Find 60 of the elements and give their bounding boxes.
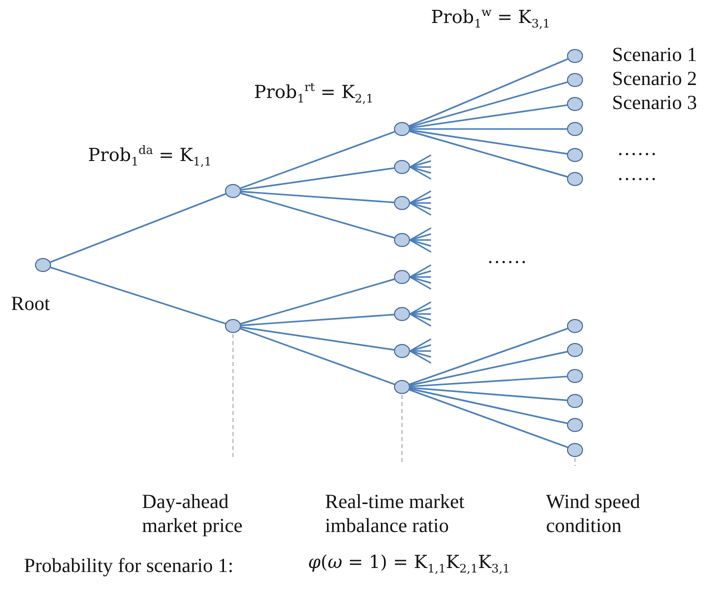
ellipsis: …… (617, 137, 657, 161)
tree-node (394, 344, 410, 358)
tree-node (394, 160, 410, 174)
tree-node (567, 343, 583, 357)
probability-formula: Prob$_{1}$$^{w}$ = K$_{3,1}$ (431, 5, 550, 31)
tree-branch (409, 81, 568, 128)
formula-caption: Probability for scenario 1: (24, 554, 234, 578)
tree-node (394, 307, 410, 321)
stage-label: Day-ahead market price (142, 490, 244, 538)
scenario-probability-formula: φ(ω = 1) = K$_{1,1}$K$_{2,1}$K$_{3,1}$ (308, 552, 510, 576)
ellipsis: …… (487, 245, 527, 269)
tree-node (394, 380, 410, 394)
tree-branch (240, 130, 395, 190)
tree-branch (409, 130, 568, 178)
scenario-label: Scenario 2 (612, 67, 697, 91)
tree-node (225, 184, 241, 198)
tree-branch (240, 314, 394, 326)
tree-node (567, 319, 583, 333)
tree-branch (410, 388, 568, 424)
root-label: Root (11, 292, 50, 316)
tree-node (567, 73, 583, 87)
tree-node (567, 394, 583, 408)
probability-formula: Prob$_{1}$$^{rt}$ = K$_{2,1}$ (254, 80, 374, 106)
tree-node (567, 122, 583, 136)
tree-node (394, 122, 410, 136)
tree-node (567, 443, 583, 457)
tree-branch (409, 388, 568, 448)
tree-branch (410, 128, 567, 130)
stage-label: Real-time market imbalance ratio (325, 490, 466, 538)
tree-branch (240, 326, 394, 351)
tree-branch (410, 386, 568, 402)
tree-node (567, 49, 583, 63)
stage-label: Wind speed condition (546, 490, 642, 538)
tree-branch (50, 266, 226, 324)
tree-node (567, 418, 583, 432)
scenario-label: Scenario 1 (612, 43, 697, 67)
tree-node (567, 97, 583, 111)
tree-node (394, 270, 410, 284)
tree-branch (408, 58, 568, 127)
tree-node (225, 319, 241, 333)
ellipsis: …… (617, 162, 657, 186)
tree-branch (410, 376, 568, 388)
tree-branch (50, 193, 226, 263)
tree-node (394, 233, 410, 247)
tree-branch (409, 328, 568, 386)
tree-branch (410, 350, 568, 386)
tree-branch (240, 192, 395, 239)
tree-branch (410, 129, 568, 155)
tree-branch (240, 278, 395, 325)
tree-node (35, 258, 51, 272)
tree-node (567, 148, 583, 162)
probability-formula: Prob$_{1}$$^{da}$ = K$_{1,1}$ (88, 143, 212, 169)
tree-node (567, 369, 583, 383)
tree-node (567, 172, 583, 186)
tree-branch (410, 104, 568, 129)
scenario-label: Scenario 3 (612, 91, 697, 115)
tree-branch (240, 167, 394, 191)
tree-branch (240, 190, 394, 204)
tree-branch (240, 328, 395, 386)
tree-node (394, 196, 410, 210)
